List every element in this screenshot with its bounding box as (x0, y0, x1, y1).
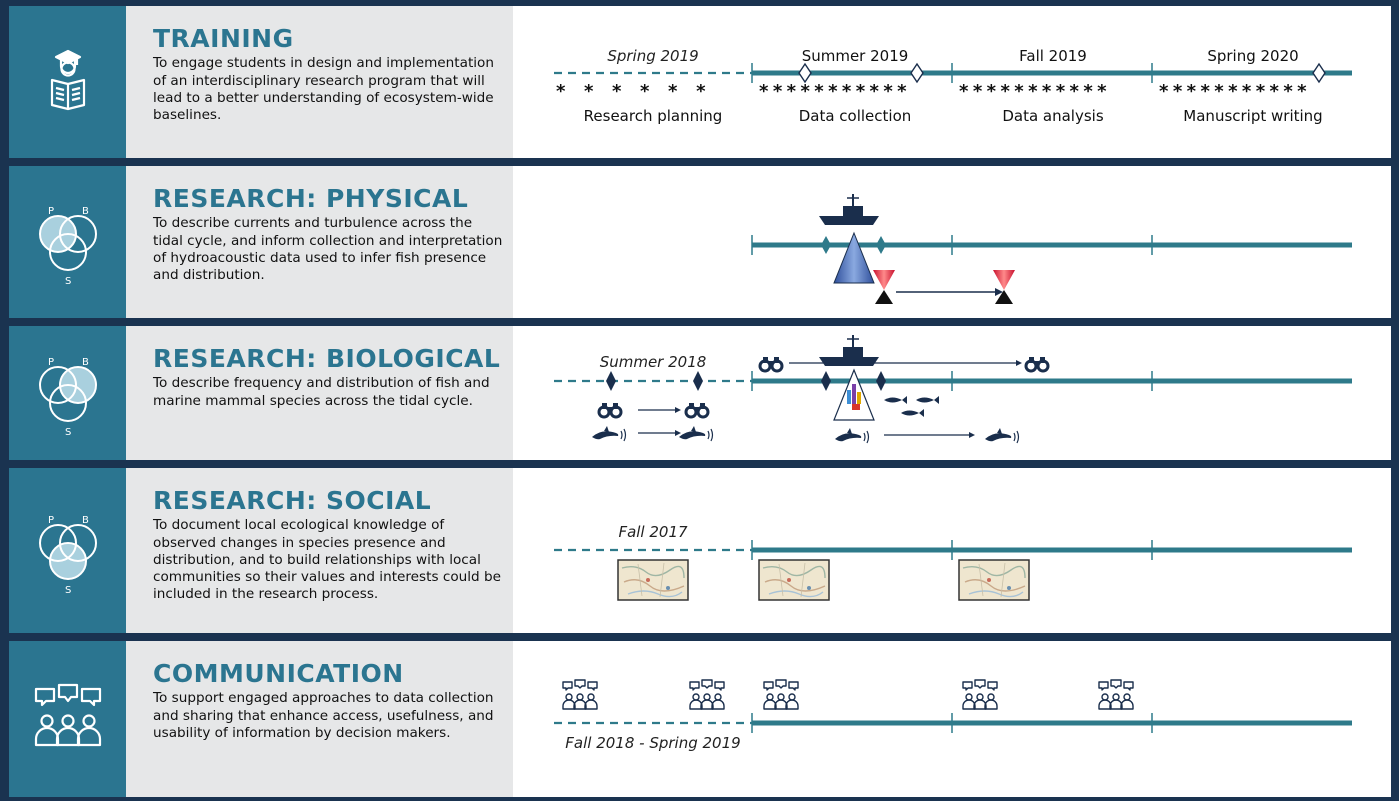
echogram-triangle-icon (833, 368, 875, 421)
phase-label: Manuscript writing (1183, 107, 1322, 125)
milestone-diamond (821, 236, 831, 254)
pre-period-label: Summer 2018 (600, 353, 707, 371)
venn-label-p: P (48, 206, 54, 217)
row-training: TRAINING To engage students in design an… (9, 6, 1391, 158)
people-discussion-icon (1098, 679, 1134, 710)
fish-icon (884, 396, 907, 404)
adcp-triangle-icon (833, 231, 875, 284)
icon-panel-biological: P B S (9, 326, 126, 460)
people-discussion-icon (34, 683, 101, 747)
row-biological: P B S RESEARCH: BIOLOGICAL To describe f… (9, 326, 1391, 460)
row-title: RESEARCH: BIOLOGICAL (153, 344, 501, 373)
star-row: ****** (556, 81, 724, 102)
row-communication: COMMUNICATION To support engaged approac… (9, 641, 1391, 797)
venn-diagram-icon: P B S (38, 357, 97, 438)
timeline-social: Fall 2017 (554, 523, 1352, 601)
milestone-diamond (876, 371, 886, 391)
milestone-diamond (1312, 62, 1326, 84)
venn-label-b: B (82, 515, 89, 526)
phase-label: Research planning (584, 107, 723, 125)
venn-label-p: P (48, 357, 54, 368)
icon-panel-social: P B S (9, 468, 126, 633)
description-panel-training: TRAINING To engage students in design an… (126, 6, 513, 158)
venn-label-s: S (65, 427, 71, 438)
period-label: Spring 2019 (607, 47, 698, 65)
people-discussion-icon (962, 679, 998, 710)
row-description: To describe frequency and distribution o… (153, 375, 490, 409)
fish-icon (901, 409, 924, 417)
row-title: COMMUNICATION (153, 659, 404, 688)
milestone-diamond (693, 371, 703, 391)
venn-label-s: S (65, 276, 71, 287)
star-row: *********** (1159, 81, 1311, 102)
binoculars-icon (1024, 355, 1050, 373)
research-vessel-icon (819, 194, 879, 225)
dolphin-hydrophone-icon (591, 425, 627, 442)
venn-diagram-icon: P B S (38, 515, 97, 596)
milestone-diamond (821, 371, 831, 391)
row-title: RESEARCH: PHYSICAL (153, 184, 469, 213)
venn-diagram-icon: P B S (38, 206, 97, 287)
pre-period-label: Fall 2017 (618, 523, 688, 541)
research-vessel-icon (819, 335, 879, 366)
people-discussion-icon (763, 679, 799, 710)
description-panel-communication: COMMUNICATION To support engaged approac… (126, 641, 513, 797)
map-icon (617, 559, 689, 601)
row-social: P B S RESEARCH: SOCIAL To document local… (9, 468, 1391, 633)
venn-label-b: B (82, 206, 89, 217)
student-reading-icon (50, 49, 85, 111)
milestone-diamond (876, 236, 886, 254)
map-icon (758, 559, 830, 601)
description-panel-social: RESEARCH: SOCIAL To document local ecolo… (126, 468, 513, 633)
row-description: To describe currents and turbulence acro… (153, 215, 503, 284)
milestone-diamond (910, 62, 924, 84)
mooring-cone-icon (993, 270, 1015, 304)
milestone-diamond (798, 62, 812, 84)
timeline-panel-communication: Fall 2018 - Spring 2019 (513, 641, 1391, 797)
star-row: *********** (759, 81, 911, 102)
phase-label: Data analysis (1002, 107, 1104, 125)
binoculars-icon (684, 401, 710, 419)
row-description: To document local ecological knowledge o… (153, 517, 501, 603)
row-title: TRAINING (153, 24, 294, 53)
binoculars-icon (758, 355, 784, 373)
people-discussion-icon (689, 679, 725, 710)
fish-icon (916, 396, 939, 404)
row-physical: P B S RESEARCH: PHYSICAL To describe cur… (9, 166, 1391, 318)
description-panel-biological: RESEARCH: BIOLOGICAL To describe frequen… (126, 326, 513, 460)
venn-label-b: B (82, 357, 89, 368)
people-discussion-icon (562, 679, 598, 710)
dolphin-hydrophone-icon (984, 427, 1020, 444)
row-title: RESEARCH: SOCIAL (153, 486, 432, 515)
venn-label-s: S (65, 585, 71, 596)
pre-period-label: Fall 2018 - Spring 2019 (565, 734, 740, 752)
icon-panel-training (9, 6, 126, 158)
icon-panel-physical: P B S (9, 166, 126, 318)
venn-label-p: P (48, 515, 54, 526)
map-icon (958, 559, 1030, 601)
timeline-communication: Fall 2018 - Spring 2019 (554, 679, 1352, 752)
timeline-training: Spring 2019 Summer 2019 Fall 2019 Spring… (554, 47, 1352, 125)
row-description: To engage students in design and impleme… (153, 55, 494, 124)
period-label: Summer 2019 (802, 47, 909, 65)
timeline-biological: Summer 2018 (554, 335, 1352, 444)
phase-label: Data collection (799, 107, 912, 125)
timeline-panel-training: Spring 2019 Summer 2019 Fall 2019 Spring… (513, 6, 1391, 158)
binoculars-icon (597, 401, 623, 419)
period-label: Fall 2019 (1019, 47, 1087, 65)
milestone-diamond (606, 371, 616, 391)
icon-panel-communication (9, 641, 126, 797)
star-row: *********** (959, 81, 1111, 102)
row-description: To support engaged approaches to data co… (153, 690, 494, 741)
timeline-panel-biological: Summer 2018 (513, 326, 1391, 460)
description-panel-physical: RESEARCH: PHYSICAL To describe currents … (126, 166, 513, 318)
timeline-panel-physical (513, 166, 1391, 318)
dolphin-hydrophone-icon (834, 427, 870, 444)
timeline-physical (751, 194, 1352, 304)
period-label: Spring 2020 (1207, 47, 1298, 65)
timeline-panel-social: Fall 2017 (513, 468, 1391, 633)
dolphin-hydrophone-icon (678, 425, 714, 442)
mooring-cone-icon (873, 270, 895, 304)
